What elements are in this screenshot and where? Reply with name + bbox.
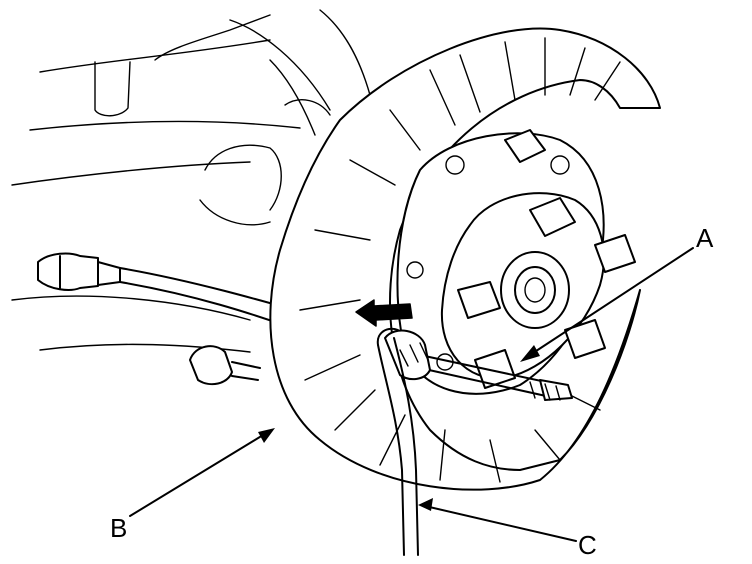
sensor-part-a: [419, 354, 573, 401]
callout-label-a: A: [696, 223, 714, 253]
leader-b-arrowhead: [258, 428, 275, 443]
suspension-background: [11, 9, 371, 353]
tie-rod-end: [37, 252, 331, 339]
direction-arrow-icon: [355, 299, 413, 327]
hub-flange: [396, 129, 636, 395]
leader-lines: [129, 247, 694, 542]
callout-label-b: B: [110, 513, 127, 543]
splash-shield: [269, 27, 661, 491]
callout-label-c: C: [578, 530, 597, 560]
lower-ball-joint: [189, 345, 261, 386]
leader-c-arrowhead: [418, 498, 433, 511]
puller-tool-c: [376, 327, 431, 556]
leader-a-arrowhead: [520, 345, 540, 362]
